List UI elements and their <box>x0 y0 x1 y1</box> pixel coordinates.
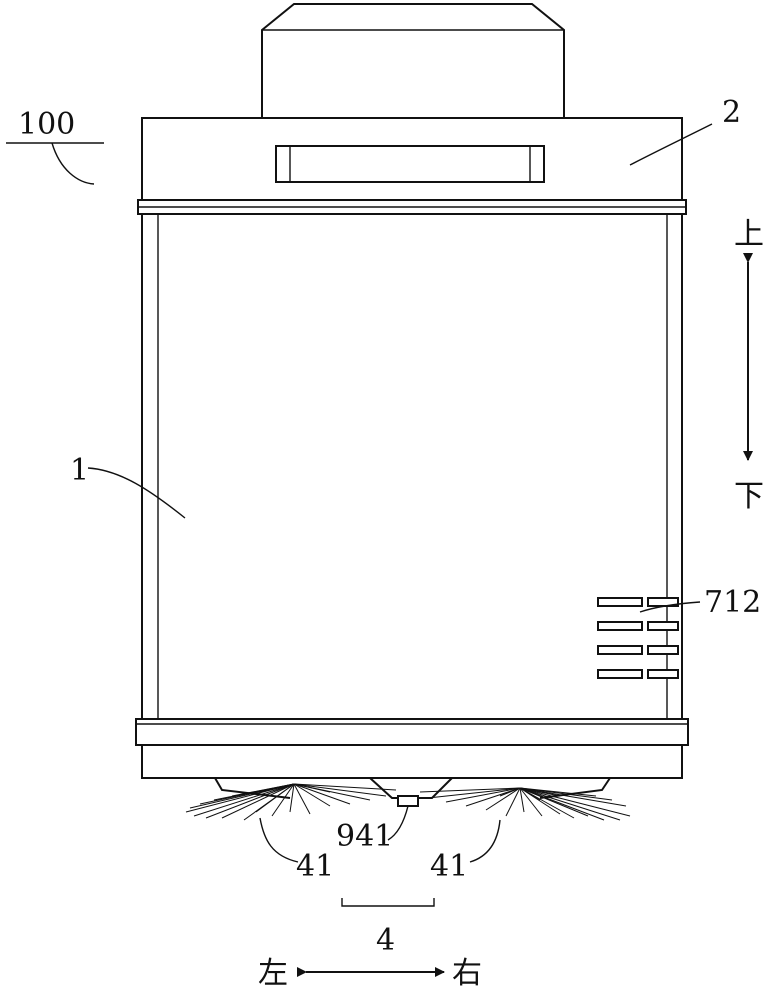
label-side-brush-right: 41 <box>430 849 468 884</box>
bottom-ring <box>136 719 688 745</box>
upper-ring <box>138 200 686 214</box>
label-center-part: 941 <box>336 819 393 854</box>
label-vent: 712 <box>704 585 761 620</box>
label-left: 左 <box>258 956 288 991</box>
label-side-brush-left: 41 <box>296 849 334 884</box>
top-cover <box>142 118 682 200</box>
label-brush-assembly: 4 <box>376 923 395 958</box>
base <box>142 745 682 778</box>
side-brush-left <box>186 784 396 820</box>
top-cap <box>262 4 564 118</box>
label-device: 100 <box>18 107 75 142</box>
label-body: 1 <box>70 453 89 488</box>
main-body <box>142 214 682 719</box>
label-right: 右 <box>452 956 482 991</box>
label-down: 下 <box>734 479 764 514</box>
label-top-cover: 2 <box>722 95 741 130</box>
side-brush-right <box>420 788 630 820</box>
label-up: 上 <box>734 217 764 252</box>
